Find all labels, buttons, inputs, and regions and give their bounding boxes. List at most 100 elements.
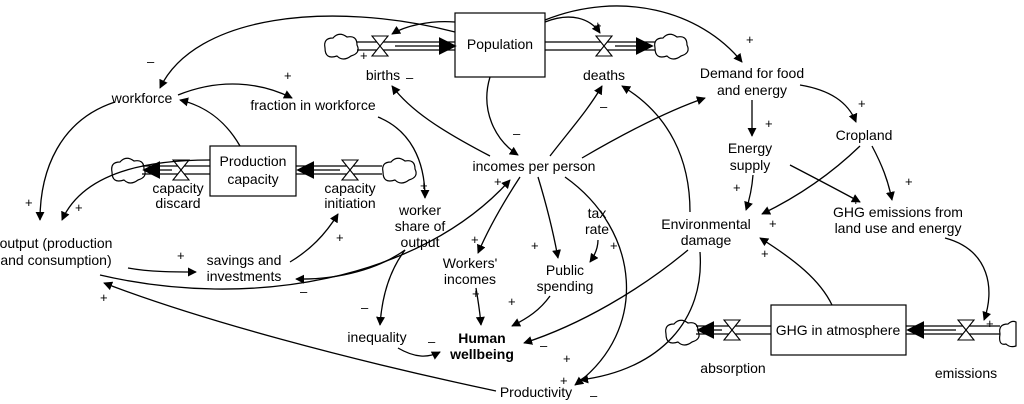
link-inequality-wellbeing (397, 347, 441, 360)
link-population-workforce (159, 15, 456, 89)
link-incomes-publicspending (537, 176, 561, 259)
var-output-1: output (production (0, 235, 112, 251)
cloud-icon (324, 33, 359, 60)
polarity-sign: + (594, 18, 602, 33)
polarity-sign: + (75, 200, 83, 215)
link-incomes-productivity (564, 176, 628, 386)
polarity-sign: – (361, 300, 369, 315)
link-energysupply-envdamage (744, 174, 754, 211)
cloud-icon (382, 157, 417, 184)
polarity-sign: + (746, 32, 754, 47)
var-worker-share-2: share of (395, 218, 446, 234)
link-workforce-output (35, 101, 116, 221)
link-ghgatmosphere-envdamage (759, 237, 833, 306)
link-cropland-envdamage (761, 145, 861, 215)
var-savings-2: investments (207, 268, 282, 284)
polarity-sign: + (858, 96, 866, 111)
link-incomes-deaths (549, 85, 603, 157)
stock-ghg-atmosphere-box (770, 304, 907, 356)
polarity-sign: + (336, 230, 344, 245)
flow-deaths-label: deaths (583, 67, 625, 83)
link-envdamage-deaths (621, 85, 691, 213)
var-workforce: workforce (111, 90, 173, 106)
discard-valve-icon (171, 159, 191, 181)
polarity-sign: + (610, 238, 618, 253)
polarity-sign: + (420, 178, 428, 193)
polarity-sign: + (733, 180, 741, 195)
cloud-icon (111, 157, 146, 184)
polarity-sign: + (494, 174, 502, 189)
link-workershare-inequality (376, 249, 406, 326)
polarity-sign: + (560, 373, 568, 388)
polarity-sign: + (563, 351, 571, 366)
emissions-valve-icon (956, 319, 976, 341)
polarity-sign: + (531, 238, 539, 253)
var-energy-supply-2: supply (730, 157, 770, 173)
link-publicspending-wellbeing (511, 295, 551, 327)
link-cropland-ghgemissions (871, 145, 895, 201)
var-incomes-per-person: incomes per person (473, 158, 596, 174)
link-workersincomes-wellbeing (475, 287, 485, 326)
var-tax-rate-2: rate (585, 221, 609, 237)
link-demand-cropland (799, 84, 858, 123)
link-envdamage-wellbeing (523, 249, 689, 345)
stock-ghg-atmosphere-label: GHG in atmosphere (776, 322, 901, 338)
link-ghgemissions-emissions (944, 237, 992, 321)
polarity-sign: – (600, 99, 608, 114)
flow-capacity-discard-label-1: capacity (152, 180, 203, 196)
link-energysupply-ghgemissions (789, 164, 861, 203)
polarity-sign: – (590, 388, 598, 403)
polarity-sign: – (540, 338, 548, 353)
link-incomes-demand (581, 96, 706, 159)
link-envdamage-productivity (579, 251, 701, 384)
var-human-wellbeing-1: Human (458, 330, 505, 346)
var-demand-2: and energy (717, 82, 787, 98)
stock-production-capacity-box (209, 145, 297, 197)
link-population-incomes (486, 76, 519, 156)
flow-emissions-label: emissions (935, 365, 997, 381)
var-public-spending-1: Public (546, 262, 584, 278)
var-demand-1: Demand for food (700, 65, 804, 81)
cloud-icon (654, 33, 689, 60)
stock-production-capacity-label-1: Production (220, 153, 287, 169)
flow-capacity-discard-label-2: discard (155, 195, 200, 211)
absorption-valve-icon (722, 319, 742, 341)
var-environmental-damage-1: Environmental (661, 216, 751, 232)
polarity-sign: + (761, 246, 769, 261)
link-capacity-output (61, 159, 211, 221)
link-capacity-workforce (179, 97, 241, 147)
link-population-births (391, 20, 456, 35)
stock-production-capacity-label-2: capacity (227, 171, 278, 187)
polarity-sign: + (471, 232, 479, 247)
link-workershare-savings (295, 249, 406, 284)
polarity-sign: + (284, 68, 292, 83)
link-fraction-workershare (377, 116, 430, 199)
link-output-incomes (99, 179, 511, 290)
var-workers-incomes-2: incomes (444, 271, 496, 287)
stock-population-label: Population (467, 36, 533, 52)
births-valve-icon (370, 35, 390, 57)
cloud-icon (999, 320, 1017, 348)
var-worker-share-3: output (401, 234, 440, 250)
flow-absorption-label: absorption (700, 360, 765, 376)
link-workforce-fraction (177, 83, 293, 99)
polarity-sign: – (513, 126, 521, 141)
polarity-sign: + (905, 174, 913, 189)
var-human-wellbeing-2: wellbeing (449, 346, 514, 362)
link-taxrate-publicspending (589, 239, 599, 263)
polarity-sign: – (406, 70, 414, 85)
link-savings-initiation (289, 213, 339, 263)
var-savings-1: savings and (207, 252, 282, 268)
initiation-valve-icon (340, 159, 360, 181)
var-ghg-emissions-2: land use and energy (835, 220, 962, 236)
polarity-sign: + (765, 116, 773, 131)
polarity-sign: + (986, 316, 994, 331)
polarity-sign: + (769, 216, 777, 231)
polarity-sign: + (100, 290, 108, 305)
polarity-sign: – (147, 54, 155, 69)
var-ghg-emissions-1: GHG emissions from (833, 204, 963, 220)
var-inequality: inequality (347, 329, 406, 345)
polarity-sign: – (428, 334, 436, 349)
link-incomes-births (391, 85, 491, 157)
var-fraction-in-workforce: fraction in workforce (250, 97, 375, 113)
